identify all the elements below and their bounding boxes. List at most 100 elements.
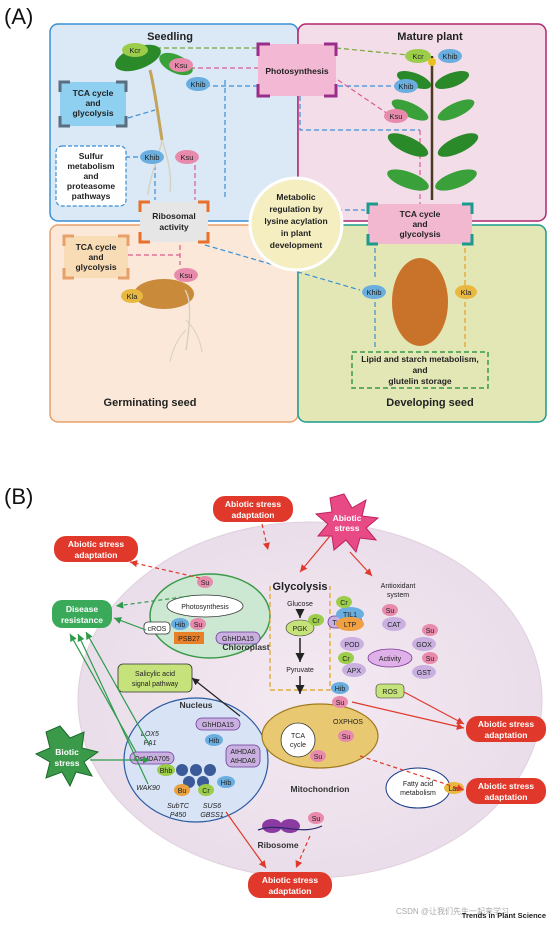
svg-text:Abiotic stress: Abiotic stress — [225, 499, 281, 509]
tca-mature-line2: and — [412, 219, 427, 229]
pa1-label: PA1 — [144, 740, 157, 747]
mark-bu: Bu — [174, 784, 190, 796]
svg-text:Su: Su — [426, 656, 435, 663]
athda6b-label: AtHDA6 — [230, 758, 255, 765]
badge-khib-mature-top: Khib — [438, 49, 462, 63]
svg-text:Su: Su — [426, 628, 435, 635]
svg-text:Su: Su — [201, 580, 210, 587]
developing-title: Developing seed — [386, 397, 473, 409]
center-line4: in plant — [281, 228, 311, 238]
chl-photosynthesis-label: Photosynthesis — [181, 604, 229, 611]
badge-ksu-seedling-top: Ksu — [169, 58, 193, 72]
abiotic-adapt-right2: Abiotic stress adaptation — [466, 778, 546, 804]
gox-node: GOX — [412, 637, 436, 651]
mark-hib-nuc2: Hib — [217, 776, 235, 788]
svg-text:Ksu: Ksu — [175, 61, 188, 70]
photosynthesis-fill — [258, 44, 336, 96]
disease-resistance-box: Disease resistance — [52, 600, 112, 628]
ros-node: ROS — [375, 683, 405, 699]
svg-text:Ksu: Ksu — [181, 153, 194, 162]
svg-text:adaptation: adaptation — [232, 510, 275, 520]
sulfur-line5: pathways — [72, 191, 111, 201]
lipid-line3: glutelin storage — [388, 376, 452, 386]
sulfur-line2: metabolism — [67, 161, 115, 171]
svg-text:Khib: Khib — [442, 52, 457, 61]
tca-line1: TCA — [291, 733, 305, 740]
ribosomal-line2: activity — [159, 222, 189, 232]
panel-a-connectors — [120, 47, 466, 350]
mark-su-gst: Su — [422, 652, 438, 664]
journal-label: Trends in Plant Science — [462, 911, 546, 920]
svg-text:Abiotic stress: Abiotic stress — [68, 539, 124, 549]
svg-text:Bhb: Bhb — [160, 768, 173, 775]
mark-su-chl: Su — [190, 618, 206, 630]
cros-label: cROS — [148, 626, 167, 633]
svg-text:ROS: ROS — [382, 689, 398, 696]
tca-circle — [280, 722, 316, 758]
svg-text:Abiotic stress: Abiotic stress — [262, 875, 318, 885]
ghhda15-nuc-box — [195, 717, 241, 731]
gst-node: GST — [412, 665, 436, 679]
center-line2: regulation by — [269, 204, 323, 214]
seedling-title: Seedling — [147, 31, 193, 43]
pod-node: POD — [340, 637, 364, 651]
mark-cr-til: Cr — [336, 596, 352, 608]
glycolysis-region — [269, 586, 331, 691]
badge-ksu-mature: Ksu — [384, 109, 408, 123]
svg-text:Su: Su — [314, 754, 323, 761]
nucleus-label: Nucleus — [179, 700, 212, 710]
cat-node: CAT — [382, 617, 406, 631]
svg-text:Disease: Disease — [66, 604, 98, 614]
mature-plant-illustration — [387, 56, 479, 200]
tca-seedling-box — [60, 82, 126, 126]
tca-germ-box — [64, 236, 128, 278]
svg-text:Su: Su — [342, 734, 351, 741]
svg-text:Cr: Cr — [312, 618, 320, 625]
panel-a-label: (A) — [4, 4, 33, 29]
svg-text:Su: Su — [312, 816, 321, 823]
svg-text:TIL1: TIL1 — [343, 612, 357, 619]
mark-su-cat: Su — [382, 604, 398, 616]
pyruvate-label: Pyruvate — [286, 667, 314, 674]
svg-text:Su: Su — [336, 700, 345, 707]
antioxidant-line2: system — [387, 592, 409, 599]
wak90-label: WAK90 — [136, 785, 160, 792]
mature-title: Mature plant — [397, 31, 463, 43]
abiotic-adapt-bottom: Abiotic stress adaptation — [248, 872, 332, 898]
svg-text:Kcr: Kcr — [412, 52, 424, 61]
svg-text:Khib: Khib — [366, 288, 381, 297]
til1-ltp-node: TIL1 LTP — [336, 607, 364, 631]
svg-text:Salicylic acid: Salicylic acid — [135, 671, 175, 678]
svg-text:Lac: Lac — [448, 786, 460, 793]
pgk-label: PGK — [293, 626, 308, 633]
lipid-line1: Lipid and starch metabolism, — [361, 354, 479, 364]
svg-text:adaptation: adaptation — [485, 792, 528, 802]
sulfur-line4: proteasome — [67, 181, 115, 191]
psb27-label: PSB27 — [178, 636, 200, 643]
svg-text:Ksu: Ksu — [390, 112, 403, 121]
activity-node: Activity — [367, 648, 413, 668]
biotic-stress-line1: Biotic — [55, 747, 79, 757]
abiotic-stress-burst — [314, 493, 380, 554]
panel-b-arrows — [69, 523, 465, 869]
apx-node: APX — [342, 663, 366, 677]
psb27-box — [174, 632, 204, 644]
center-line1: Metabolic — [276, 192, 315, 202]
mark-cr-nuc: Cr — [198, 784, 214, 796]
athda6-box — [225, 744, 261, 768]
svg-text:Ksu: Ksu — [180, 271, 193, 280]
mark-su-oxphos: Su — [338, 730, 354, 742]
svg-text:adaptation: adaptation — [75, 550, 118, 560]
badge-ksu-germinating: Ksu — [174, 268, 198, 282]
svg-text:Kla: Kla — [461, 288, 473, 297]
svg-text:Khib: Khib — [398, 82, 413, 91]
svg-text:Cr: Cr — [340, 600, 348, 607]
cros-box — [143, 621, 171, 635]
mark-hib-pyr: Hib — [331, 682, 349, 694]
fatty-line1: Fatty acid — [403, 781, 433, 788]
badge-kla-germinating: Kla — [121, 289, 143, 303]
tca-mature-line3: glycolysis — [399, 229, 440, 239]
svg-text:Hib: Hib — [209, 738, 220, 745]
